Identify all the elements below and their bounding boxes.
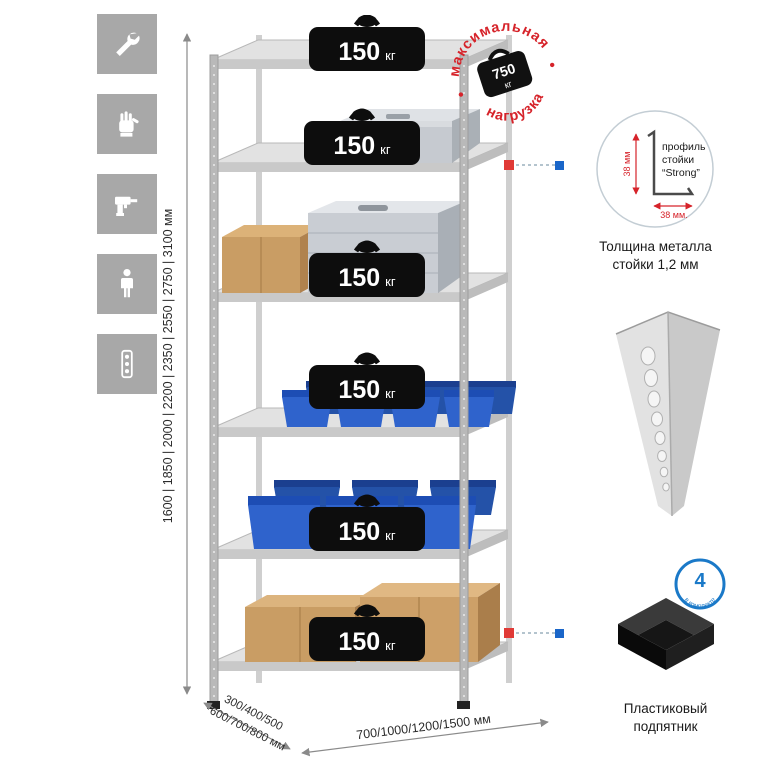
width-dimension-line [301,718,549,757]
plastic-foot-illustration [618,598,714,670]
angle-post-illustration [615,311,721,517]
cardboard-box-small [222,225,322,293]
included-count-badge: 4 в комплекте [674,558,726,610]
post-holes [640,346,670,492]
gloves-icon [119,111,139,137]
svg-text:кг: кг [503,78,514,90]
power-strip-icon [121,349,133,379]
profile-caption: Толщина металла стойки 1,2 мм [599,239,712,272]
svg-text:“Strong”: “Strong” [662,167,700,179]
svg-text:4: 4 [694,570,706,592]
profile-callout: 38 мм 38 мм. профиль стойки “Strong” [596,110,714,228]
width-dimension-label: 700/1000/1200/1500 мм [355,712,491,742]
wrench-icon [116,32,140,56]
max-load-stamp: максимальная нагрузка 750 кг [438,8,555,133]
feature-tile-drill [97,174,157,234]
svg-text:38 мм: 38 мм [622,152,632,177]
person-icon [121,269,133,298]
profile-sketch: 38 мм 38 мм. профиль стойки “Strong” [622,129,706,220]
svg-text:38 мм.: 38 мм. [660,210,687,220]
svg-text:750: 750 [490,60,517,83]
feature-tile-gloves [97,94,157,154]
feature-tile-power-strip [97,334,157,394]
feature-tile-person [97,254,157,314]
foot-caption: Пластиковый подпятник [623,701,708,734]
blue-marker-square [555,161,564,170]
drill-icon [115,196,138,216]
blue-marker-square [555,629,564,638]
weight-icon [477,51,533,98]
feature-tile-assembly [97,14,157,74]
svg-text:стойки: стойки [662,154,694,166]
svg-text:профиль: профиль [662,141,706,153]
height-dimension-label: 1600 | 1850 | 2000 | 2200 | 2350 | 2550 … [161,209,175,523]
